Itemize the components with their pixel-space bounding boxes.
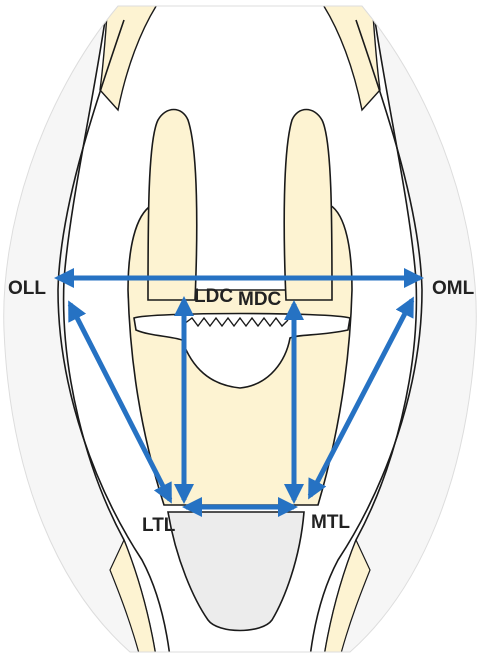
label-ldc: LDC	[194, 286, 233, 307]
label-ltl: LTL	[142, 515, 176, 536]
label-oll: OLL	[8, 278, 46, 299]
lateral-condyle	[148, 110, 197, 301]
label-oml: OML	[432, 278, 475, 299]
medial-condyle	[284, 110, 332, 301]
label-mdc: MDC	[238, 289, 282, 310]
label-mtl: MTL	[311, 512, 350, 533]
